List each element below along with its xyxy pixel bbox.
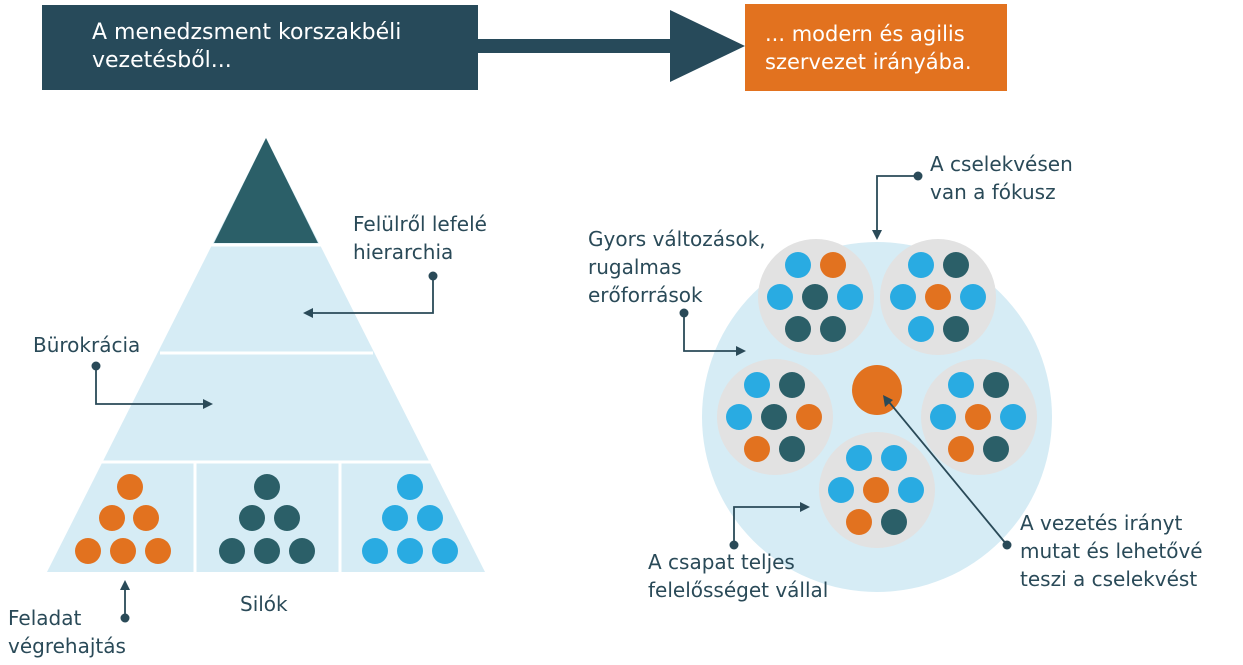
team-mid-right bbox=[921, 359, 1037, 475]
task-label: Feladat végrehajtás bbox=[8, 606, 126, 658]
team-label: A csapat teljes felelősséget vállal bbox=[648, 550, 829, 602]
to-banner-line-1: ... modern és agilis bbox=[765, 22, 965, 46]
leadership-connector bbox=[883, 395, 1012, 550]
to-banner-line-2: szervezet irányába. bbox=[765, 50, 972, 74]
action-focus-connector bbox=[872, 171, 923, 240]
silo-blue bbox=[362, 474, 458, 564]
leadership-label: A vezetés irányt mutat és lehetővé teszi… bbox=[1020, 511, 1203, 591]
hierarchy-connector bbox=[303, 271, 438, 318]
from-banner: A menedzsment korszakbéli vezetésből... bbox=[42, 5, 478, 90]
silo-teal bbox=[219, 474, 315, 564]
fast-change-connector bbox=[679, 308, 746, 356]
team-connector bbox=[729, 502, 810, 550]
to-banner: ... modern és agilis szervezet irányába. bbox=[745, 4, 1007, 91]
from-banner-line-2: vezetésből... bbox=[92, 48, 232, 73]
team-top-left bbox=[758, 239, 874, 355]
team-bottom bbox=[819, 432, 935, 548]
task-connector bbox=[120, 580, 130, 623]
bureaucracy-connector bbox=[91, 361, 213, 409]
team-top-right bbox=[880, 239, 996, 355]
bureaucracy-label: Bürokrácia bbox=[33, 333, 141, 357]
pyramid-top bbox=[214, 138, 318, 243]
hierarchy-pyramid bbox=[47, 138, 485, 572]
silos-label: Silók bbox=[240, 592, 288, 616]
from-banner-line-1: A menedzsment korszakbéli bbox=[92, 20, 402, 45]
silo-orange bbox=[75, 474, 171, 564]
action-focus-label: A cselekvésen van a fókusz bbox=[930, 152, 1073, 204]
team-mid-left bbox=[717, 359, 833, 475]
transition-arrow-icon bbox=[476, 10, 745, 82]
hierarchy-label: Felülről lefelé hierarchia bbox=[353, 212, 487, 264]
fast-change-label: Gyors változások, rugalmas erőforrások bbox=[588, 227, 766, 307]
